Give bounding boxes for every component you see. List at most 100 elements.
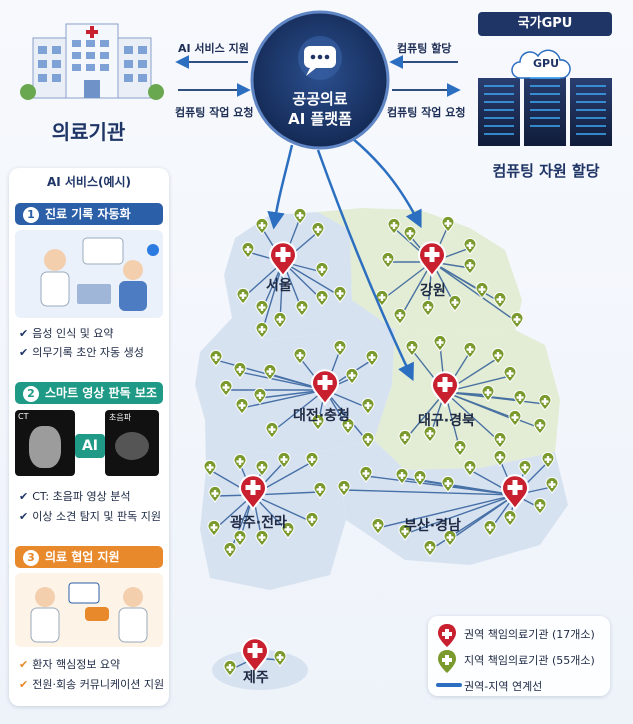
local-hospital-pin (483, 519, 497, 537)
local-hospital-pin (333, 339, 347, 357)
arrow-to-gangwon (351, 137, 422, 229)
region-label-seoul: 서울 (266, 278, 292, 294)
local-hospital-pin (538, 393, 552, 411)
local-hospital-pin (443, 529, 457, 547)
label-ai-service-support: AI 서비스 지원 (178, 42, 249, 55)
local-hospital-pin (510, 311, 524, 329)
local-hospital-pin (233, 453, 247, 471)
hospital-window (52, 46, 61, 54)
hospital-window (72, 52, 81, 59)
ct-image-label: CT (18, 412, 29, 421)
hospital-window (52, 74, 61, 82)
hospital-window (52, 60, 61, 68)
hospital-title: 의료기관 (51, 120, 126, 144)
hospital-window (86, 40, 95, 47)
local-hospital-pin (233, 361, 247, 379)
local-hospital-pin (441, 215, 455, 233)
local-hospital-pin (541, 451, 555, 469)
local-hospital-pin (545, 476, 559, 494)
local-hospital-pin (387, 217, 401, 235)
local-hospital-pin (463, 341, 477, 359)
local-hospital-pin (207, 519, 221, 537)
section-2-number: 2 (23, 386, 39, 402)
local-hospital-pin (341, 417, 355, 435)
local-hospital-pin (235, 397, 249, 415)
local-hospital-pin (398, 429, 412, 447)
local-hospital-pin (463, 237, 477, 255)
legend-panel (428, 616, 610, 696)
local-hospital-pin (395, 467, 409, 485)
local-hospital-pin (203, 459, 217, 477)
link-line (444, 391, 501, 443)
hospital-window (138, 60, 147, 68)
local-hospital-pin (371, 517, 385, 535)
local-hospital-pin (405, 339, 419, 357)
link-line (444, 391, 546, 405)
local-hospital-pin (513, 389, 527, 407)
ultrasound-image: 초음파 (105, 410, 159, 476)
local-hospital-pin (475, 281, 489, 299)
local-hospital-pin (503, 365, 517, 383)
regional-hospital-pin-gangwon (417, 241, 447, 278)
local-hospital-pin (433, 334, 447, 352)
local-hospital-pin (255, 217, 269, 235)
local-hospital-pin (463, 257, 477, 275)
local-hospital-pin (273, 649, 287, 667)
local-hospital-pin (453, 439, 467, 457)
local-hospital-pin (381, 251, 395, 269)
hospital-window (138, 74, 147, 82)
local-hospital-pin (223, 659, 237, 677)
link-line (431, 261, 501, 303)
local-hospital-pin (481, 384, 495, 402)
regional-hospital-pin-gyeongnam (500, 474, 530, 511)
local-hospital-pin (241, 241, 255, 259)
section-1-item-2: ✔의무기록 초안 자동 생성 (19, 346, 144, 359)
hospital-window (38, 74, 47, 82)
local-hospital-pin (361, 397, 375, 415)
local-hospital-pin (359, 465, 373, 483)
local-hospital-pin (293, 207, 307, 225)
regional-hospital-pin-gyeongbuk (430, 371, 460, 408)
local-hospital-pin (311, 221, 325, 239)
local-hospital-pin (233, 529, 247, 547)
section-1-number: 1 (23, 207, 39, 223)
local-hospital-pin (491, 347, 505, 365)
region-label-gyeongnam: 부산·경남 (404, 518, 461, 534)
local-hospital-pin (423, 425, 437, 443)
local-hospital-pin (441, 475, 455, 493)
local-hospital-pin (263, 363, 277, 381)
local-hospital-pin (315, 289, 329, 307)
local-hospital-pin (533, 417, 547, 435)
link-line (381, 261, 433, 301)
gpu-caption: 컴퓨팅 자원 할당 (492, 162, 600, 180)
local-hospital-pin (305, 511, 319, 529)
section-2-item-2: ✔이상 소견 탐지 및 판독 지원 (19, 510, 162, 523)
local-hospital-pin (277, 451, 291, 469)
local-hospital-pin (337, 479, 351, 497)
hospital-window (124, 60, 133, 68)
hospital-window (72, 64, 81, 71)
hospital-window (124, 46, 133, 54)
ai-badge: AI (75, 434, 105, 458)
local-hospital-pin (518, 459, 532, 477)
hospital-window (38, 46, 47, 54)
section-1-title: 진료 기록 자동화 (45, 207, 131, 221)
local-hospital-pin (398, 523, 412, 541)
local-hospital-pin (313, 481, 327, 499)
section-2-title: 스마트 영상 판독 보조 (45, 386, 157, 400)
regional-hospital-pin-jeolla (238, 474, 268, 511)
platform-node (250, 10, 390, 150)
regional-hospital-pin-jeju (240, 637, 270, 674)
platform-title-line1: 공공의료 (292, 90, 348, 108)
section-3-item-1: ✔환자 핵심정보 요약 (19, 658, 121, 671)
link-line (239, 371, 326, 391)
link-line (271, 389, 326, 433)
link-line (404, 494, 516, 535)
local-hospital-pin (361, 431, 375, 449)
regional-hospital-pin-seoul (268, 241, 298, 278)
local-hospital-pin (255, 529, 269, 547)
local-hospital-pin (421, 299, 435, 317)
